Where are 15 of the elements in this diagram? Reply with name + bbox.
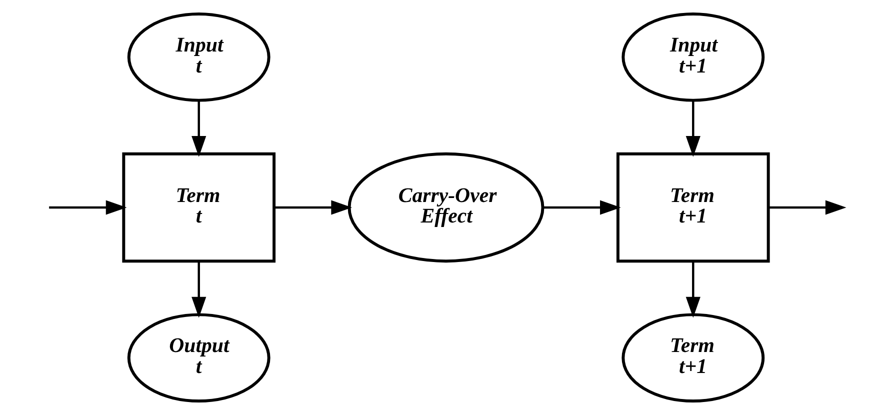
node-ellipse: Input t+1 xyxy=(622,12,765,102)
arrow xyxy=(686,261,700,318)
arrow xyxy=(192,261,206,318)
node-box: Term t+1 xyxy=(616,152,770,263)
node-ellipse: Output t xyxy=(127,313,270,403)
arrow xyxy=(768,200,846,215)
arrow xyxy=(686,100,700,157)
node-ellipse: Carry-Over Effect xyxy=(348,152,544,263)
node-ellipse: Input t xyxy=(127,12,270,102)
arrow xyxy=(543,200,621,215)
node-box: Term t xyxy=(122,152,276,263)
arrow xyxy=(49,200,127,215)
arrow xyxy=(192,100,206,157)
arrow xyxy=(274,200,352,215)
node-ellipse: Term t+1 xyxy=(622,313,765,403)
